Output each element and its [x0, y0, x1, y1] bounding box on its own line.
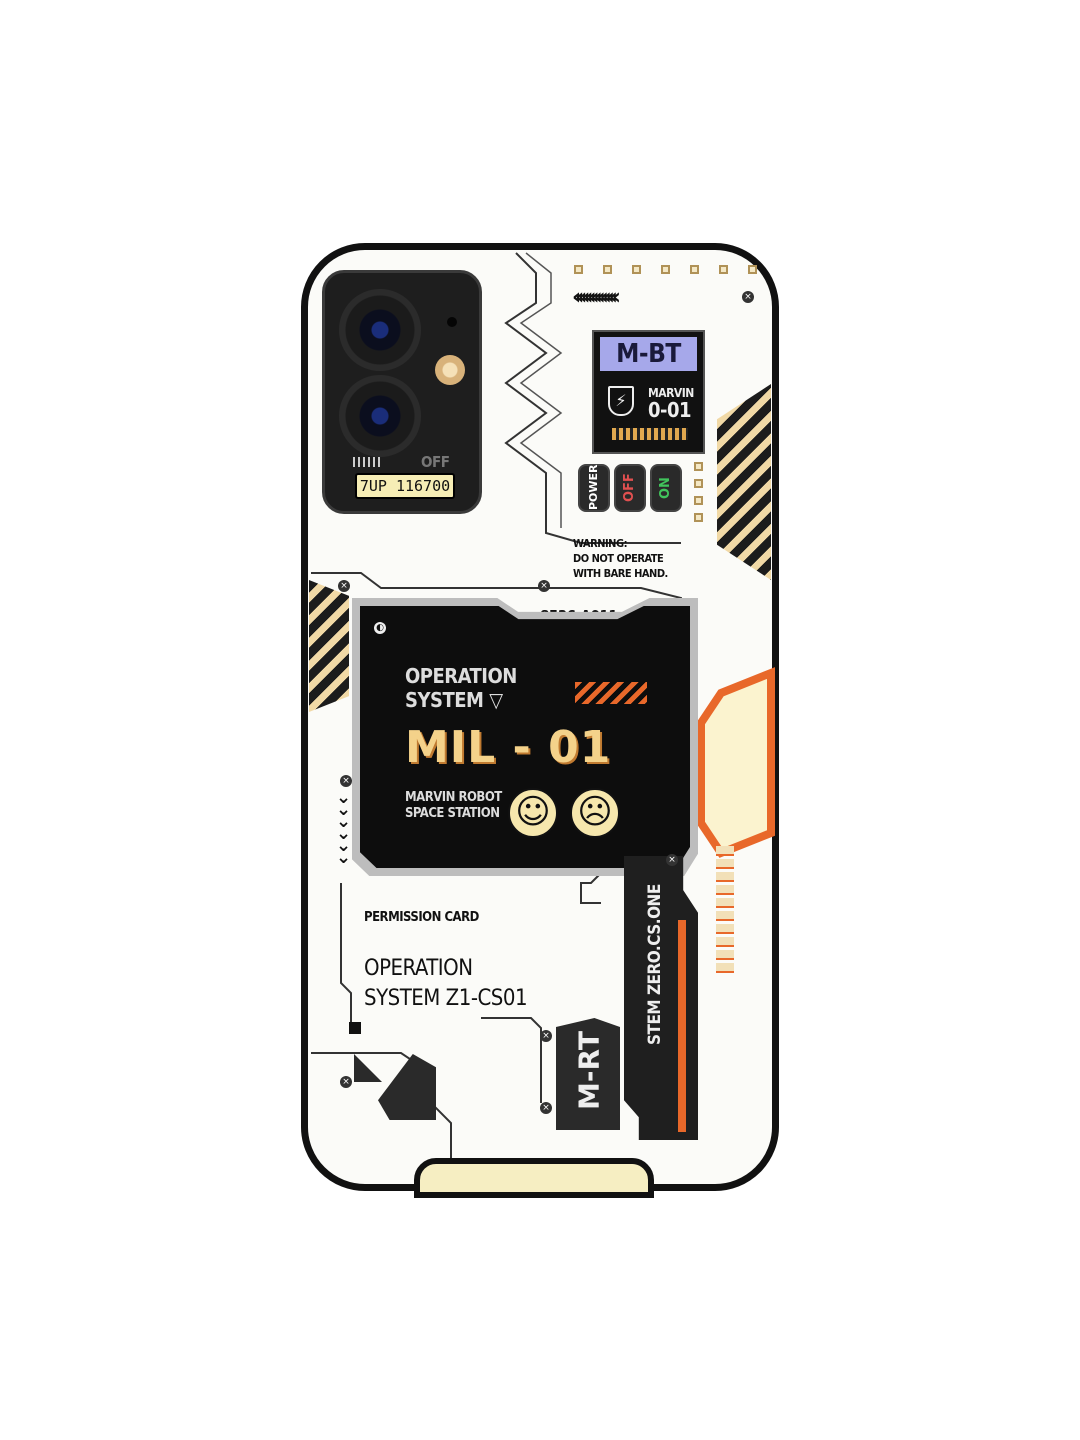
screw-icon: × — [338, 580, 350, 592]
orange-dots-column — [716, 846, 734, 974]
microphone-icon — [447, 317, 457, 327]
camera-status: OFF — [421, 453, 450, 471]
triangle-down-icon: ▽ — [489, 688, 503, 712]
bolt-shield-icon: ⚡ — [608, 386, 634, 416]
screw-icon: × — [340, 1076, 352, 1088]
power-switch-button[interactable]: POWER — [578, 464, 610, 512]
hazard-stripes-left — [309, 580, 349, 712]
screw-icon: × — [540, 1102, 552, 1114]
screen-subtitle: MARVIN ROBOT SPACE STATION — [405, 790, 502, 821]
screw-icon: × — [540, 1030, 552, 1042]
vertical-tag: STEM ZERO.CS.ONE — [645, 884, 665, 1045]
mbt-badge-code: 0-01 — [648, 398, 692, 422]
warning-text: WARNING: DO NOT OPERATE WITH BARE HAND. — [573, 537, 668, 580]
permission-label: PERMISSION CARD — [364, 910, 479, 925]
block-tag-panel — [556, 1018, 620, 1130]
charging-port-shape — [414, 1158, 654, 1198]
mbt-badge-title: M-BT — [600, 337, 697, 371]
permission-text: OPERATION SYSTEM Z1-CS01 — [364, 956, 528, 1011]
square-marker — [349, 1022, 361, 1034]
chevrons-left-icon: ‹‹‹‹‹‹‹‹‹‹‹‹‹‹ — [572, 285, 621, 310]
screen-model: MIL - 01 — [405, 722, 612, 773]
screw-icon: ◐ — [374, 622, 386, 634]
happy-face-icon: ☺ — [508, 788, 558, 838]
signal-bars-icon — [353, 457, 383, 467]
off-switch-button[interactable]: OFF — [614, 464, 646, 512]
screen-hazard-stripes — [575, 682, 647, 704]
camera-module: OFF 7UP 116700 — [322, 270, 482, 514]
mbt-badge-barcode — [612, 428, 688, 440]
screw-icon: × — [666, 854, 678, 866]
hazard-stripes-right — [717, 384, 771, 580]
status-screen: ◐ OPERATION SYSTEM ▽ MIL - 01 MARVIN ROB… — [360, 606, 690, 868]
flash-icon — [435, 355, 465, 385]
screen-heading: OPERATION SYSTEM ▽ — [405, 664, 517, 712]
screw-icon: × — [538, 580, 550, 592]
block-tag: M-RT — [572, 1031, 606, 1110]
sad-face-icon: ☹ — [570, 788, 620, 838]
chevrons-down-icon: ⌄⌄⌄⌄⌄⌄ — [336, 787, 352, 868]
orange-bar — [678, 920, 686, 1132]
mbt-badge-name: MARVIN — [648, 386, 694, 400]
on-switch-button[interactable]: ON — [650, 464, 682, 512]
screw-icon: × — [340, 775, 352, 787]
screw-icon: × — [742, 291, 754, 303]
camera-lens-bottom-icon — [339, 375, 421, 457]
camera-lens-top-icon — [339, 289, 421, 371]
camera-lcd-display: 7UP 116700 — [355, 473, 455, 499]
mbt-badge: M-BT ⚡ MARVIN 0-01 — [592, 330, 705, 454]
